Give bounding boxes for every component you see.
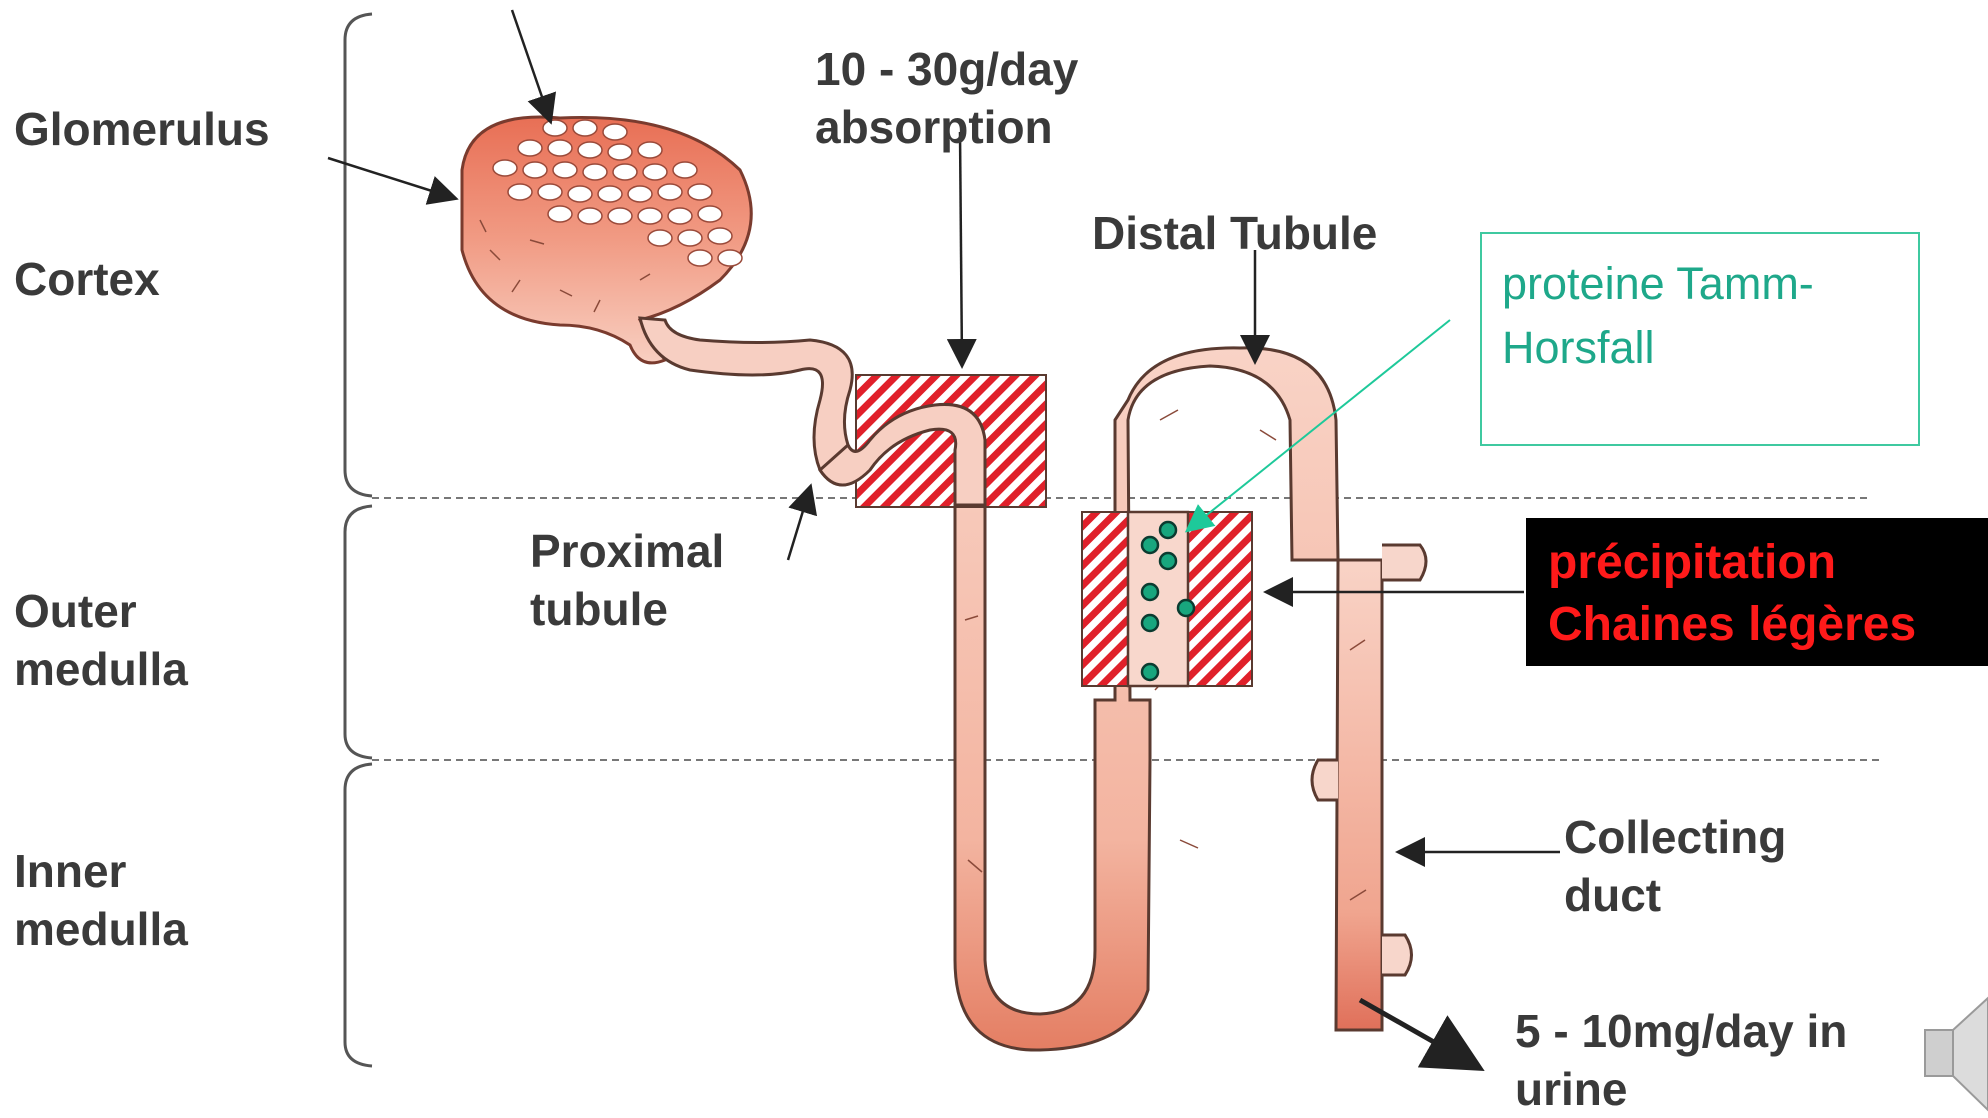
tamm-horsfall-text: proteine Tamm- Horsfall <box>1502 252 1814 380</box>
collecting-duct-shape <box>1336 560 1382 1030</box>
outer-medulla-label-2: medulla <box>14 640 188 698</box>
proximal-label-1: Proximal <box>530 522 724 580</box>
absorption-label-2: absorption <box>815 98 1053 156</box>
inner-medulla-label-1: Inner <box>14 842 126 900</box>
precipitation-text: précipitation Chaines légères <box>1548 532 1916 656</box>
urine-label-1: 5 - 10mg/day in <box>1515 1002 1847 1060</box>
tamm-horsfall-line-1: proteine Tamm- <box>1502 252 1814 316</box>
glomerulus-shape <box>462 117 751 363</box>
inner-medulla-label-2: medulla <box>14 900 188 958</box>
urine-label-2: urine <box>1515 1060 1627 1118</box>
speaker-icon[interactable] <box>1925 998 1988 1110</box>
cortex-label: Cortex <box>14 250 160 308</box>
precipitation-line-2: Chaines légères <box>1548 594 1916 656</box>
tamm-horsfall-line-2: Horsfall <box>1502 316 1814 380</box>
collecting-duct-label-1: Collecting <box>1564 808 1786 866</box>
precipitation-line-1: précipitation <box>1548 532 1916 594</box>
outer-medulla-label-1: Outer <box>14 582 137 640</box>
distal-tubule-label: Distal Tubule <box>1092 204 1377 262</box>
collecting-duct-label-2: duct <box>1564 866 1661 924</box>
proximal-label-2: tubule <box>530 580 668 638</box>
glomerulus-label: Glomerulus <box>14 100 270 158</box>
absorption-label-1: 10 - 30g/day <box>815 40 1078 98</box>
distal-overlay <box>1128 512 1188 686</box>
